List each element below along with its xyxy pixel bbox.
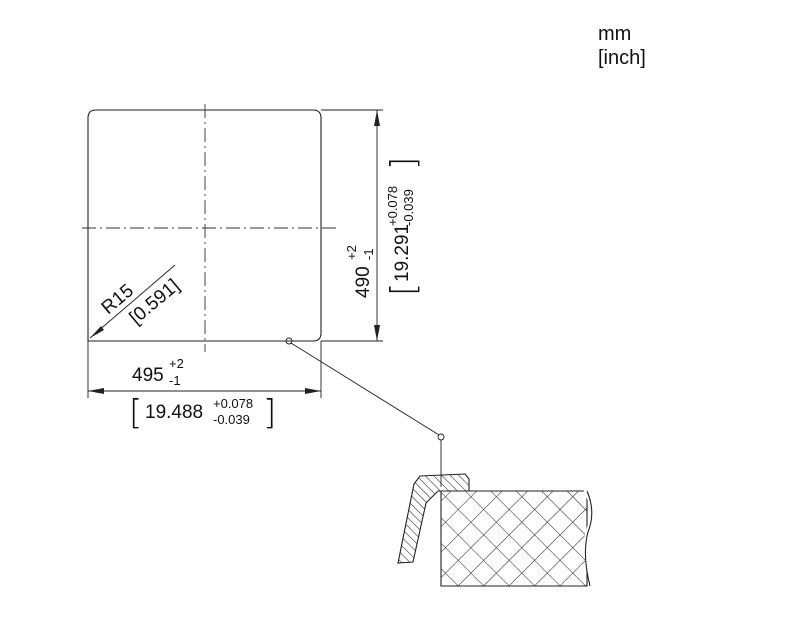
height-inch-tol-upper: +0.078 [385, 186, 400, 226]
radius-leader [89, 264, 176, 339]
width-nominal: 495 [132, 365, 164, 386]
width-tol-upper: +2 [169, 356, 184, 371]
width-bracket-close: ] [263, 393, 276, 433]
width-bracket-open: [ [129, 393, 142, 433]
unit-mm-label: mm [598, 23, 631, 45]
height-nominal: 490 [353, 266, 374, 298]
worktop-section [440, 489, 600, 588]
width-inch-tol-upper: +0.078 [213, 396, 253, 411]
width-inch-tol-lower: -0.039 [213, 412, 250, 427]
radius-inch: [0.591] [126, 275, 184, 328]
height-tol-lower: -1 [361, 248, 376, 260]
cutout-outline [87, 109, 322, 342]
height-dimension [321, 109, 383, 342]
height-inch-tol-lower: -0.039 [401, 189, 416, 226]
height-inch-nominal: 19.291 [392, 224, 413, 282]
height-tol-upper: +2 [344, 245, 359, 260]
width-tol-lower: -1 [169, 373, 181, 388]
height-bracket-close: ] [384, 157, 424, 170]
unit-inch-label: [inch] [598, 47, 646, 69]
sink-rim-section [397, 473, 470, 564]
height-bracket-open: [ [384, 283, 424, 296]
width-inch-nominal: 19.488 [145, 402, 203, 423]
detail-leader [285, 337, 445, 487]
width-dimension [87, 341, 322, 398]
